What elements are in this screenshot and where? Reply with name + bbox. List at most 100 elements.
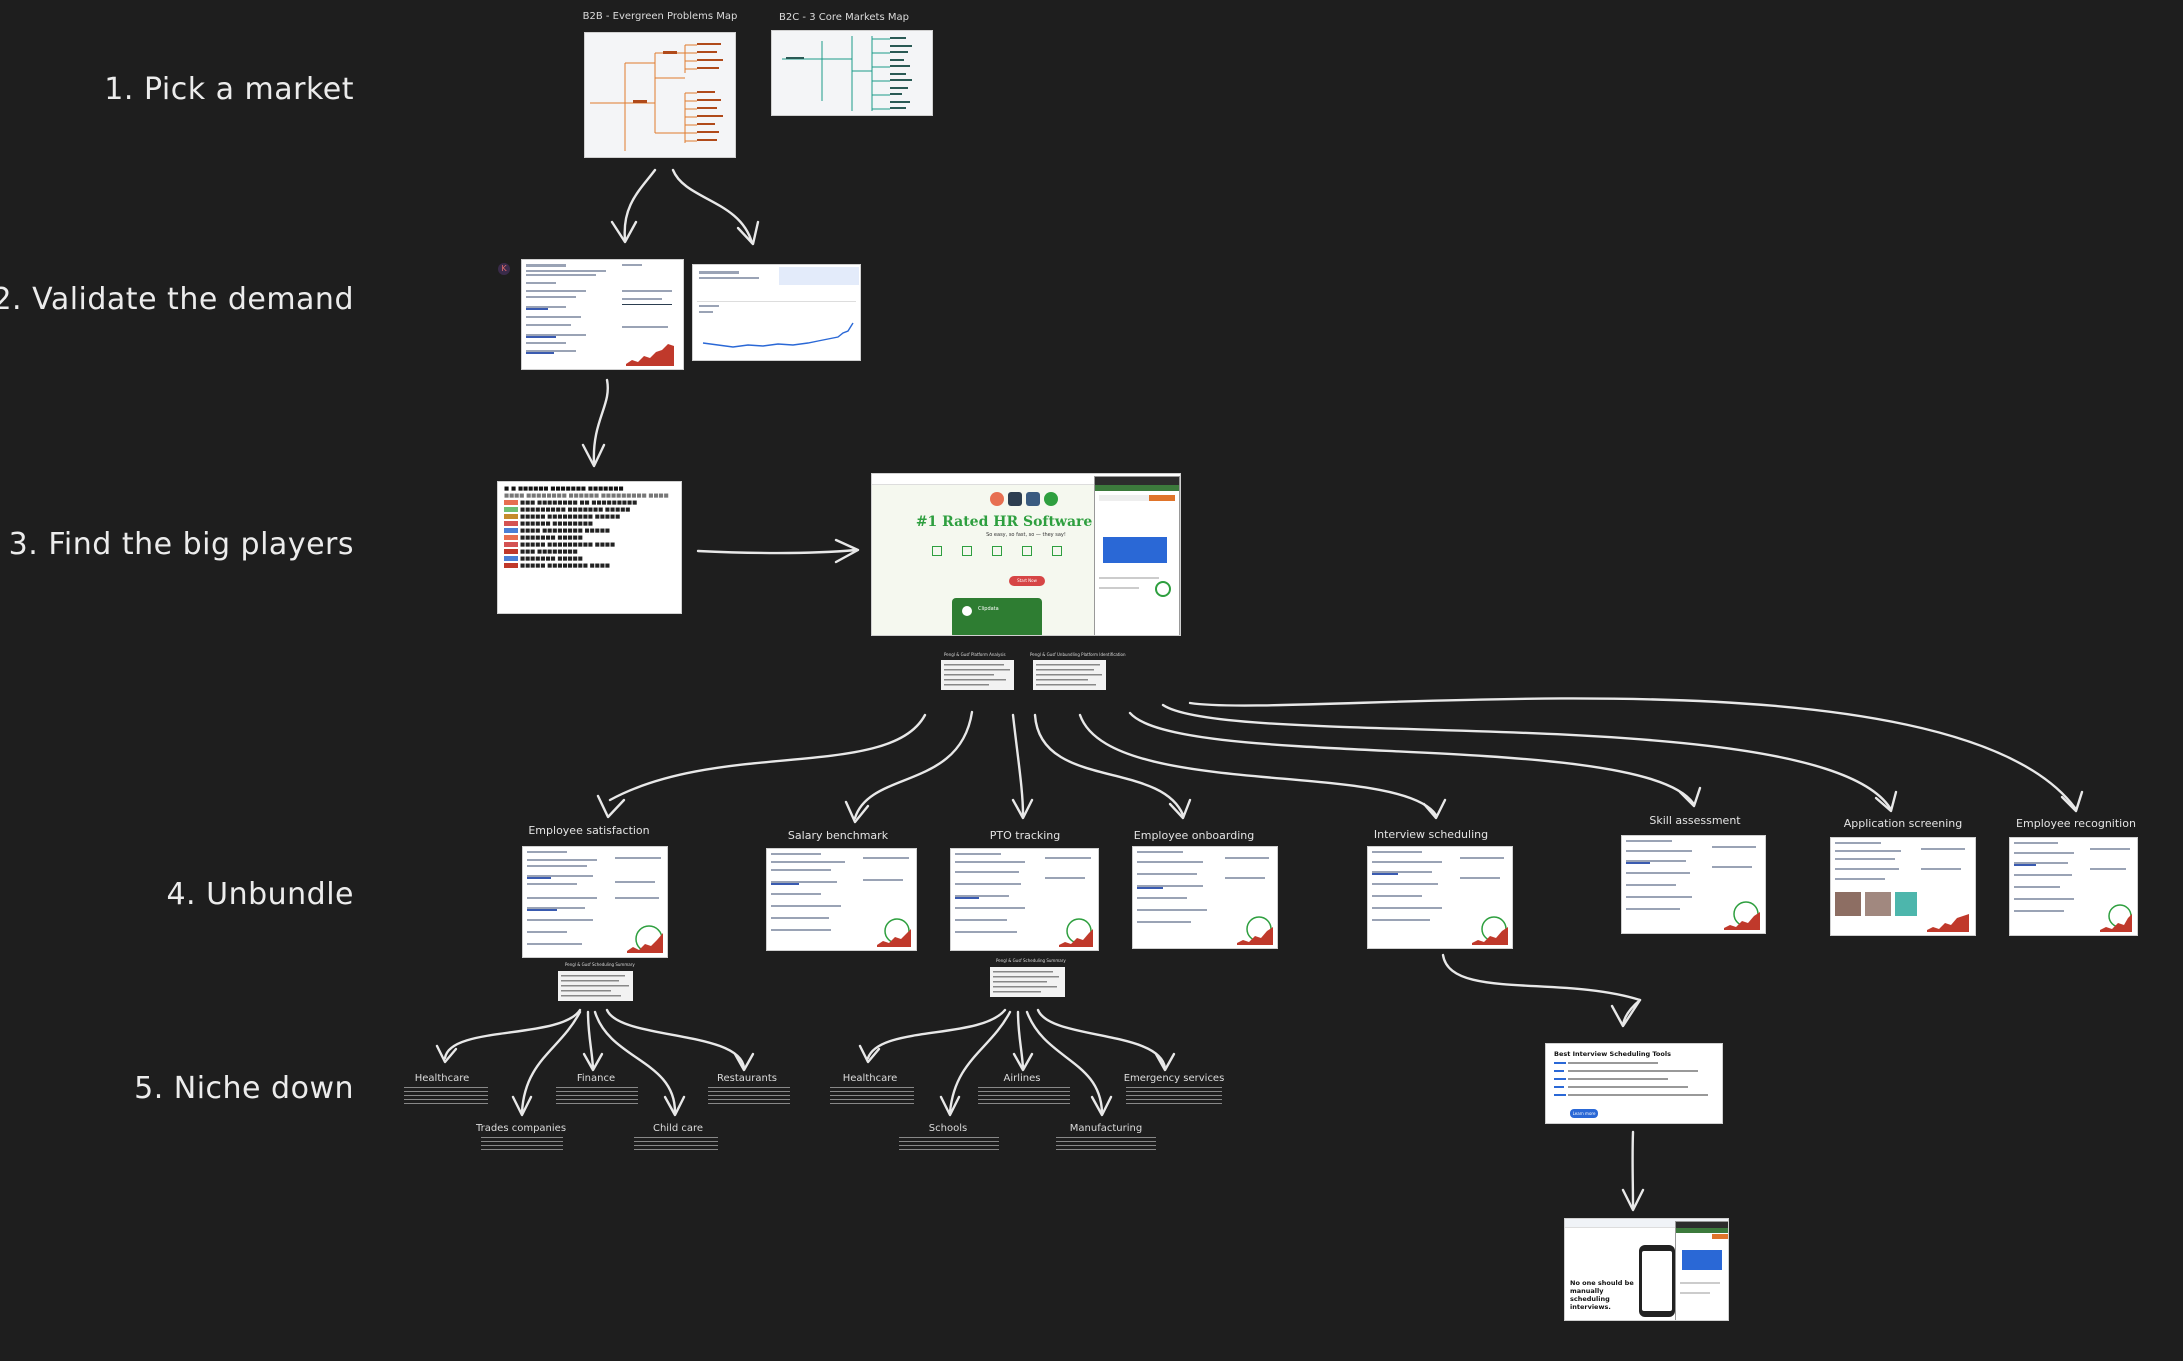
scheduling-landing-screenshot[interactable]: No one should be manually scheduling int… bbox=[1564, 1218, 1729, 1321]
arrow-head bbox=[1012, 1052, 1034, 1072]
hr-promo-label: Clipdata bbox=[978, 606, 999, 612]
niche-b-healthcare-blurb bbox=[830, 1087, 914, 1105]
serp-content bbox=[1137, 851, 1273, 945]
note-lines bbox=[944, 664, 1010, 686]
scheduling-tools-card[interactable]: Best Interview Scheduling Tools Learn mo… bbox=[1545, 1043, 1723, 1124]
b2b-map-lines bbox=[590, 43, 723, 151]
arrow-head bbox=[582, 1052, 604, 1072]
arrow-to-trades bbox=[520, 1010, 582, 1114]
arrow-head bbox=[511, 1095, 533, 1117]
arrow-to-pto-tracking bbox=[1011, 713, 1025, 817]
unbundle-label-skill-assessment: Skill assessment bbox=[1649, 814, 1741, 827]
niche-note-b[interactable] bbox=[990, 967, 1065, 997]
arrow-head bbox=[581, 443, 606, 468]
arrow-head bbox=[663, 1095, 686, 1117]
unbundle-shot-salary-benchmark[interactable] bbox=[766, 848, 917, 951]
landing-traffic-panel bbox=[1675, 1221, 1728, 1320]
arrow-head bbox=[1168, 798, 1192, 820]
player-note-a[interactable] bbox=[941, 660, 1014, 690]
arrow-to-application-screening bbox=[1161, 703, 1892, 810]
arrow-head bbox=[1154, 1052, 1176, 1072]
hr-headline: #1 Rated HR Software 2024 bbox=[915, 514, 1137, 530]
niche-b-healthcare-label: Healthcare bbox=[842, 1073, 898, 1084]
niche-a-restaurants-label: Restaurants bbox=[717, 1073, 777, 1084]
arrow-head bbox=[1011, 798, 1034, 820]
unbundle-label-employee-satisfaction: Employee satisfaction bbox=[528, 824, 650, 837]
arrow-head bbox=[1422, 798, 1447, 820]
step-label-niche-down: 5. Niche down bbox=[134, 1071, 354, 1106]
arrow-scheduling-to-tools bbox=[1441, 953, 1642, 1027]
trends-page-content bbox=[697, 267, 859, 348]
arrow-to-skill-assessment bbox=[1128, 711, 1695, 805]
player-note-b[interactable] bbox=[1033, 660, 1106, 690]
arrow-head bbox=[733, 1052, 755, 1072]
note-lines bbox=[1036, 664, 1102, 686]
hr-promo-card: Clipdata bbox=[952, 598, 1042, 635]
arrow-to-healthcare-a bbox=[443, 1008, 582, 1060]
landing-navbar bbox=[1565, 1219, 1728, 1228]
arrow-head bbox=[610, 220, 638, 244]
arrow-head bbox=[1621, 1188, 1645, 1212]
unbundle-shot-interview-scheduling[interactable] bbox=[1367, 846, 1513, 949]
niche-a-trades-label: Trades companies bbox=[475, 1123, 567, 1134]
niche-b-airlines-blurb bbox=[978, 1087, 1070, 1105]
arrow-head bbox=[939, 1095, 961, 1117]
unbundle-label-employee-recognition: Employee recognition bbox=[2016, 817, 2136, 830]
top-hr-software-list[interactable]: ■ ■ ■■■■■■ ■■■■■■■ ■■■■■■■ ■■■■ ■■■■■■■■… bbox=[497, 481, 682, 614]
b2b-map-title: B2B - Evergreen Problems Map bbox=[582, 11, 738, 22]
arrow-to-salary-benchmark bbox=[853, 710, 974, 820]
arrow-market-to-demand-a bbox=[623, 168, 657, 242]
arrow-head bbox=[1610, 998, 1642, 1028]
scheduling-tools-list bbox=[1554, 1062, 1708, 1096]
niche-b-emergency-blurb bbox=[1126, 1087, 1222, 1105]
arrow-head bbox=[2060, 790, 2084, 813]
award-badges bbox=[990, 492, 1060, 506]
unbundle-shot-employee-onboarding[interactable] bbox=[1132, 846, 1278, 949]
keyword-page-content bbox=[526, 264, 674, 366]
landing-headline: No one should be manually scheduling int… bbox=[1570, 1279, 1634, 1311]
unbundle-shot-pto-tracking[interactable] bbox=[950, 848, 1099, 951]
unbundle-shot-skill-assessment[interactable] bbox=[1621, 835, 1766, 934]
google-trends-screenshot[interactable] bbox=[692, 264, 861, 361]
arrow-market-to-demand-b bbox=[671, 168, 754, 245]
arrow-to-employee-onboarding bbox=[1033, 713, 1185, 817]
hr-subheadline: So easy, so fast, so — they say! bbox=[986, 532, 1066, 538]
hr-cta-button[interactable]: Start Now bbox=[1009, 576, 1045, 586]
niche-note-a[interactable] bbox=[558, 971, 633, 1001]
serp-content bbox=[771, 853, 911, 947]
scheduling-tools-title: Best Interview Scheduling Tools bbox=[1554, 1050, 1671, 1058]
arrow-head bbox=[1678, 786, 1702, 808]
niche-a-restaurants-blurb bbox=[708, 1087, 790, 1105]
arrow-list-to-hr bbox=[696, 548, 858, 555]
b2b-market-map[interactable] bbox=[584, 32, 736, 158]
niche-b-emergency-label: Emergency services bbox=[1123, 1073, 1225, 1084]
arrow-head bbox=[736, 220, 760, 246]
unbundle-shot-application-screening[interactable] bbox=[1830, 837, 1976, 936]
hr-software-landing-screenshot[interactable]: #1 Rated HR Software 2024 So easy, so fa… bbox=[871, 473, 1181, 636]
arrow-to-schools bbox=[948, 1010, 1012, 1114]
arrow-to-childcare bbox=[593, 1010, 677, 1114]
step-label-find-players: 3. Find the big players bbox=[8, 527, 354, 562]
niche-b-manufacturing-blurb bbox=[1056, 1137, 1156, 1153]
unbundle-shot-employee-satisfaction[interactable] bbox=[522, 846, 668, 958]
niche-a-childcare-label: Child care bbox=[652, 1123, 704, 1134]
serp-content bbox=[1835, 842, 1969, 932]
hr-navbar bbox=[872, 474, 1180, 485]
k-logo-icon: K bbox=[498, 263, 510, 275]
unbundle-shot-employee-recognition[interactable] bbox=[2009, 837, 2138, 936]
step-label-pick-market: 1. Pick a market bbox=[104, 72, 354, 107]
arrow-to-employee-satisfaction bbox=[608, 713, 927, 802]
arrow-to-emergency bbox=[1036, 1008, 1167, 1070]
b2c-market-map[interactable] bbox=[771, 30, 933, 116]
arrow-to-manufacturing bbox=[1025, 1010, 1104, 1114]
scheduling-tools-button[interactable]: Learn more bbox=[1570, 1109, 1598, 1118]
keyword-research-screenshot[interactable] bbox=[521, 259, 684, 370]
arrow-head bbox=[1090, 1095, 1113, 1117]
niche-a-childcare-blurb bbox=[634, 1137, 718, 1153]
niche-b-airlines-label: Airlines bbox=[1003, 1073, 1041, 1084]
niche-b-manufacturing-label: Manufacturing bbox=[1069, 1123, 1143, 1134]
arrow-head bbox=[858, 1044, 881, 1064]
arrow-head bbox=[834, 538, 860, 564]
player-note-title-b: Pengl & Gusf Unbundling Platform Identif… bbox=[1030, 652, 1126, 657]
